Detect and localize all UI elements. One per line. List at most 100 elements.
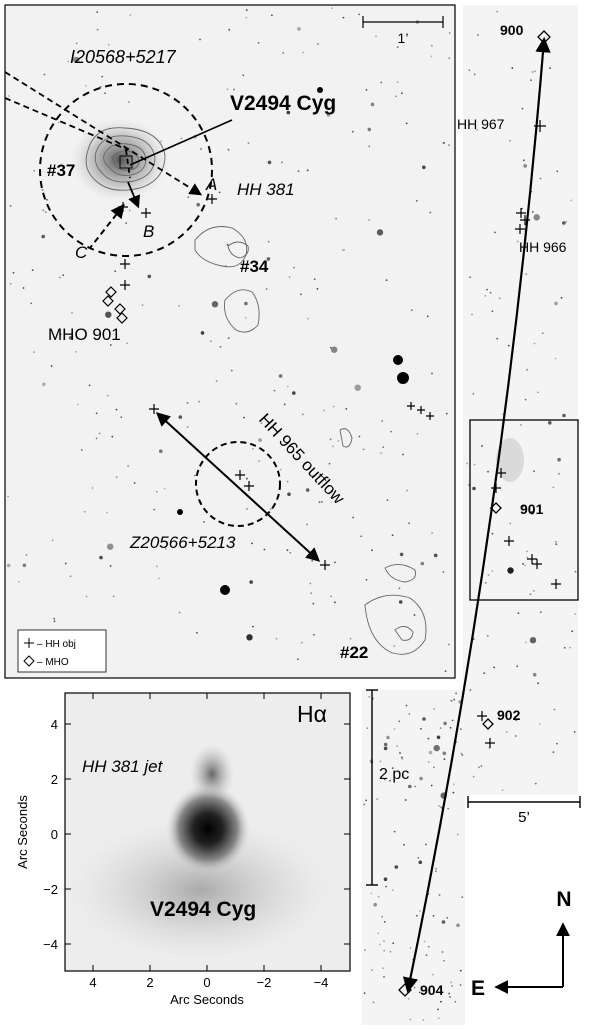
star bbox=[286, 385, 289, 388]
star bbox=[473, 463, 476, 466]
star bbox=[460, 752, 463, 755]
star bbox=[521, 107, 524, 110]
star bbox=[383, 940, 385, 943]
star bbox=[249, 580, 253, 584]
star bbox=[526, 550, 528, 553]
star bbox=[484, 294, 487, 297]
star bbox=[472, 486, 476, 491]
star bbox=[187, 196, 190, 199]
star bbox=[71, 312, 73, 314]
star bbox=[305, 488, 310, 492]
star bbox=[335, 217, 337, 220]
inset-ticks bbox=[65, 693, 350, 971]
star bbox=[330, 595, 332, 598]
star bbox=[120, 416, 123, 419]
star bbox=[406, 489, 408, 492]
star bbox=[127, 465, 129, 467]
star bbox=[312, 602, 315, 605]
star bbox=[489, 291, 492, 294]
star bbox=[377, 932, 380, 935]
star bbox=[445, 412, 448, 415]
star bbox=[449, 996, 451, 998]
star bbox=[487, 574, 490, 576]
star bbox=[227, 148, 230, 151]
star bbox=[533, 470, 535, 472]
star bbox=[9, 205, 12, 207]
star bbox=[233, 88, 235, 91]
star bbox=[289, 551, 292, 554]
star bbox=[525, 273, 528, 276]
star bbox=[275, 637, 278, 640]
bright-star bbox=[397, 372, 409, 384]
star bbox=[439, 727, 442, 729]
star bbox=[85, 595, 88, 598]
star bbox=[449, 726, 452, 729]
star bbox=[311, 559, 314, 562]
star bbox=[17, 581, 20, 583]
star bbox=[391, 889, 394, 891]
star bbox=[460, 728, 462, 731]
star bbox=[383, 975, 385, 978]
star bbox=[514, 735, 517, 737]
star bbox=[211, 301, 219, 308]
star bbox=[382, 446, 385, 449]
star bbox=[209, 340, 212, 343]
star bbox=[194, 474, 196, 477]
star bbox=[317, 43, 319, 45]
scale-bar-2pc bbox=[366, 689, 378, 886]
star bbox=[399, 552, 404, 557]
star bbox=[292, 391, 296, 395]
star bbox=[509, 522, 512, 525]
star bbox=[227, 337, 230, 339]
star bbox=[520, 424, 522, 426]
star-box bbox=[119, 155, 133, 169]
star bbox=[383, 877, 388, 881]
star bbox=[436, 735, 441, 740]
star bbox=[554, 357, 557, 360]
compass-e: E bbox=[471, 977, 485, 1000]
star bbox=[409, 947, 412, 949]
star bbox=[560, 296, 563, 299]
star bbox=[455, 692, 457, 695]
star bbox=[419, 910, 421, 912]
star bbox=[258, 460, 260, 462]
bright-star bbox=[220, 585, 230, 595]
star bbox=[329, 438, 332, 441]
y-tick: −4 bbox=[43, 937, 58, 952]
main-panel-frame bbox=[4, 4, 456, 679]
star bbox=[534, 782, 537, 785]
star bbox=[422, 717, 426, 721]
star bbox=[393, 645, 396, 647]
star bbox=[230, 369, 233, 372]
star bbox=[80, 449, 83, 451]
star bbox=[328, 462, 331, 465]
star bbox=[198, 400, 201, 403]
star bbox=[360, 535, 363, 538]
star bbox=[98, 432, 101, 435]
star bbox=[505, 731, 508, 733]
y-tick: −2 bbox=[43, 882, 58, 897]
star bbox=[91, 487, 94, 489]
star bbox=[393, 830, 396, 833]
star bbox=[437, 1008, 439, 1011]
star bbox=[106, 394, 109, 397]
star bbox=[383, 742, 388, 747]
star bbox=[453, 783, 455, 786]
star bbox=[244, 316, 247, 319]
star bbox=[414, 785, 417, 788]
star bbox=[334, 561, 336, 564]
star bbox=[376, 798, 379, 800]
star bbox=[501, 789, 504, 791]
star bbox=[226, 243, 229, 246]
label-iras: I20568+5217 bbox=[70, 47, 177, 67]
star bbox=[363, 992, 366, 994]
star bbox=[409, 1018, 412, 1021]
star bbox=[226, 88, 229, 91]
label-z-source: Z20566+5213 bbox=[129, 533, 236, 552]
star bbox=[263, 548, 266, 551]
star bbox=[395, 95, 398, 98]
star bbox=[343, 248, 346, 251]
star bbox=[267, 240, 270, 243]
star bbox=[266, 257, 271, 261]
star bbox=[402, 453, 404, 456]
